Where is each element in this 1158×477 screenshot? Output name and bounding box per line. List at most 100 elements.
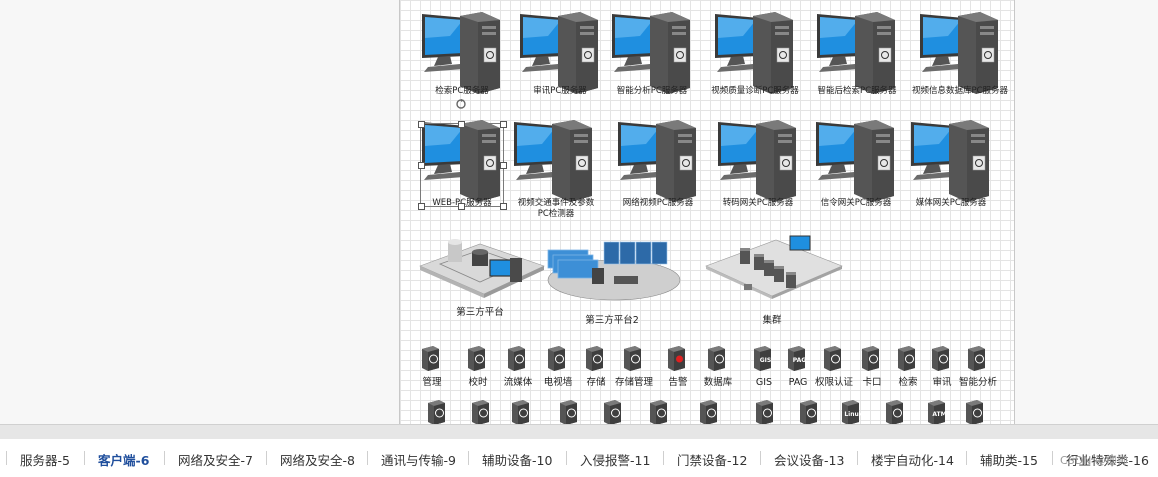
tab-separator: [367, 451, 368, 465]
third-party-platform-2-icon[interactable]: [547, 241, 681, 301]
service-icon[interactable]: [512, 400, 529, 424]
sheet-tab[interactable]: 楼宇自动化-14: [871, 453, 954, 468]
sheet-tab[interactable]: 辅助设备-10: [482, 453, 553, 468]
tab-separator: [468, 451, 469, 465]
service-label: 权限认证: [815, 376, 854, 388]
server-label: 审讯PC服务器: [533, 85, 587, 96]
service-icon[interactable]: ATM: [928, 400, 947, 424]
service-icon[interactable]: [624, 346, 641, 371]
pc-server-icon[interactable]: [911, 120, 989, 202]
pc-server-icon[interactable]: [422, 12, 500, 94]
sheet-tab[interactable]: 入侵报警-11: [580, 453, 651, 468]
sheet-tab[interactable]: 网络及安全-8: [280, 453, 355, 468]
service-label: 流媒体: [504, 376, 533, 388]
tab-separator: [966, 451, 967, 465]
service-icon[interactable]: [586, 346, 603, 371]
service-icon[interactable]: [428, 400, 445, 424]
service-icon[interactable]: [756, 400, 773, 424]
pc-server-icon[interactable]: [718, 120, 796, 202]
service-icon[interactable]: [800, 400, 817, 424]
drawing-page[interactable]: 检索PC服务器审讯PC服务器智能分析PC服务器视频质量诊断PC服务器智能后检索P…: [399, 0, 1015, 424]
watermark: CSDN @柳帅: [1060, 454, 1128, 467]
service-icon[interactable]: [560, 400, 577, 424]
service-icon[interactable]: [548, 346, 565, 371]
server-label: 视频交通事件及参数: [518, 197, 595, 208]
service-icon[interactable]: [708, 346, 725, 371]
service-icon[interactable]: [862, 346, 879, 371]
tab-separator: [760, 451, 761, 465]
pc-server-icon[interactable]: [920, 12, 998, 94]
resize-handle[interactable]: [418, 203, 425, 210]
resize-handle[interactable]: [458, 121, 465, 128]
sheet-tab[interactable]: 网络及安全-7: [178, 453, 253, 468]
selection-box[interactable]: [420, 123, 504, 207]
service-label: 电视墙: [544, 376, 573, 388]
tab-separator: [1052, 451, 1053, 465]
service-label: GIS: [756, 377, 772, 388]
service-icon[interactable]: GIS: [754, 346, 771, 371]
pc-server-icon[interactable]: [816, 120, 894, 202]
pc-server-icon[interactable]: [715, 12, 793, 94]
server-label: 智能分析PC服务器: [617, 85, 688, 96]
service-icon[interactable]: [668, 346, 685, 371]
cluster-icon[interactable]: [705, 235, 843, 299]
sheet-tab[interactable]: 辅助类-15: [980, 453, 1038, 468]
service-label: 卡口: [862, 376, 881, 388]
svg-text:Linux: Linux: [844, 411, 862, 418]
service-icon[interactable]: PAG: [788, 346, 806, 371]
sheet-tab[interactable]: 会议设备-13: [774, 453, 845, 468]
service-icon[interactable]: Linux: [842, 400, 863, 424]
rotate-handle-icon[interactable]: [455, 98, 467, 110]
service-icon[interactable]: [968, 346, 985, 371]
pc-server-icon[interactable]: [422, 120, 500, 202]
service-label: 告警: [668, 376, 688, 388]
third-party-platform-icon[interactable]: [419, 239, 545, 298]
resize-handle[interactable]: [418, 121, 425, 128]
service-label: 审讯: [932, 376, 952, 388]
stencil-drawing: 检索PC服务器审讯PC服务器智能分析PC服务器视频质量诊断PC服务器智能后检索P…: [419, 12, 1009, 424]
service-icon[interactable]: [508, 346, 525, 371]
resize-handle[interactable]: [500, 121, 507, 128]
pc-server-icon[interactable]: [520, 12, 598, 94]
service-icon[interactable]: [966, 400, 983, 424]
pc-server-icon[interactable]: [612, 12, 690, 94]
tab-separator: [663, 451, 664, 465]
sheet-tab[interactable]: 门禁设备-12: [677, 453, 748, 468]
service-icon[interactable]: [886, 400, 903, 424]
resize-handle[interactable]: [500, 162, 507, 169]
svg-text:PAG: PAG: [793, 357, 806, 364]
sheet-tab[interactable]: 通讯与传输-9: [381, 453, 456, 468]
service-icon[interactable]: [898, 346, 915, 371]
service-icon[interactable]: [422, 346, 439, 371]
service-icon[interactable]: [604, 400, 621, 424]
tab-separator: [84, 451, 85, 465]
resize-handle[interactable]: [458, 203, 465, 210]
service-icon[interactable]: [650, 400, 667, 424]
sheet-tab-bar: 服务器-5 客户端-6 网络及安全-7 网络及安全-8 通讯与传输-9 辅助设备-10 入侵…: [0, 439, 1158, 477]
server-label: 转码网关PC服务器: [723, 197, 794, 208]
server-label: 视频质量诊断PC服务器: [711, 85, 799, 96]
service-icon[interactable]: [932, 346, 949, 371]
resize-handle[interactable]: [500, 203, 507, 210]
service-icon[interactable]: [700, 400, 717, 424]
server-label: 视频信息数据库PC服务器: [912, 85, 1009, 96]
pc-server-icon[interactable]: [817, 12, 895, 94]
drawing-canvas[interactable]: 检索PC服务器审讯PC服务器智能分析PC服务器视频质量诊断PC服务器智能后检索P…: [0, 0, 1158, 424]
service-label: 存储: [586, 376, 606, 388]
sheet-tab[interactable]: 客户端-6: [98, 453, 150, 468]
svg-text:ATM: ATM: [932, 411, 946, 418]
service-label: 存储管理: [615, 376, 654, 388]
server-label: 智能后检索PC服务器: [817, 85, 897, 96]
pc-server-icon[interactable]: [618, 120, 696, 202]
pc-server-icon[interactable]: [514, 120, 592, 202]
tab-separator: [266, 451, 267, 465]
service-icon[interactable]: [824, 346, 841, 371]
platform-label: 第三方平台2: [585, 314, 639, 326]
sheet-tab[interactable]: 行业特殊类-16: [1066, 453, 1149, 468]
service-icon[interactable]: [468, 346, 485, 371]
horizontal-scrollbar[interactable]: [0, 424, 1158, 440]
resize-handle[interactable]: [418, 162, 425, 169]
service-label: 检索: [898, 376, 917, 388]
service-icon[interactable]: [472, 400, 489, 424]
sheet-tab[interactable]: 服务器-5: [20, 453, 70, 468]
